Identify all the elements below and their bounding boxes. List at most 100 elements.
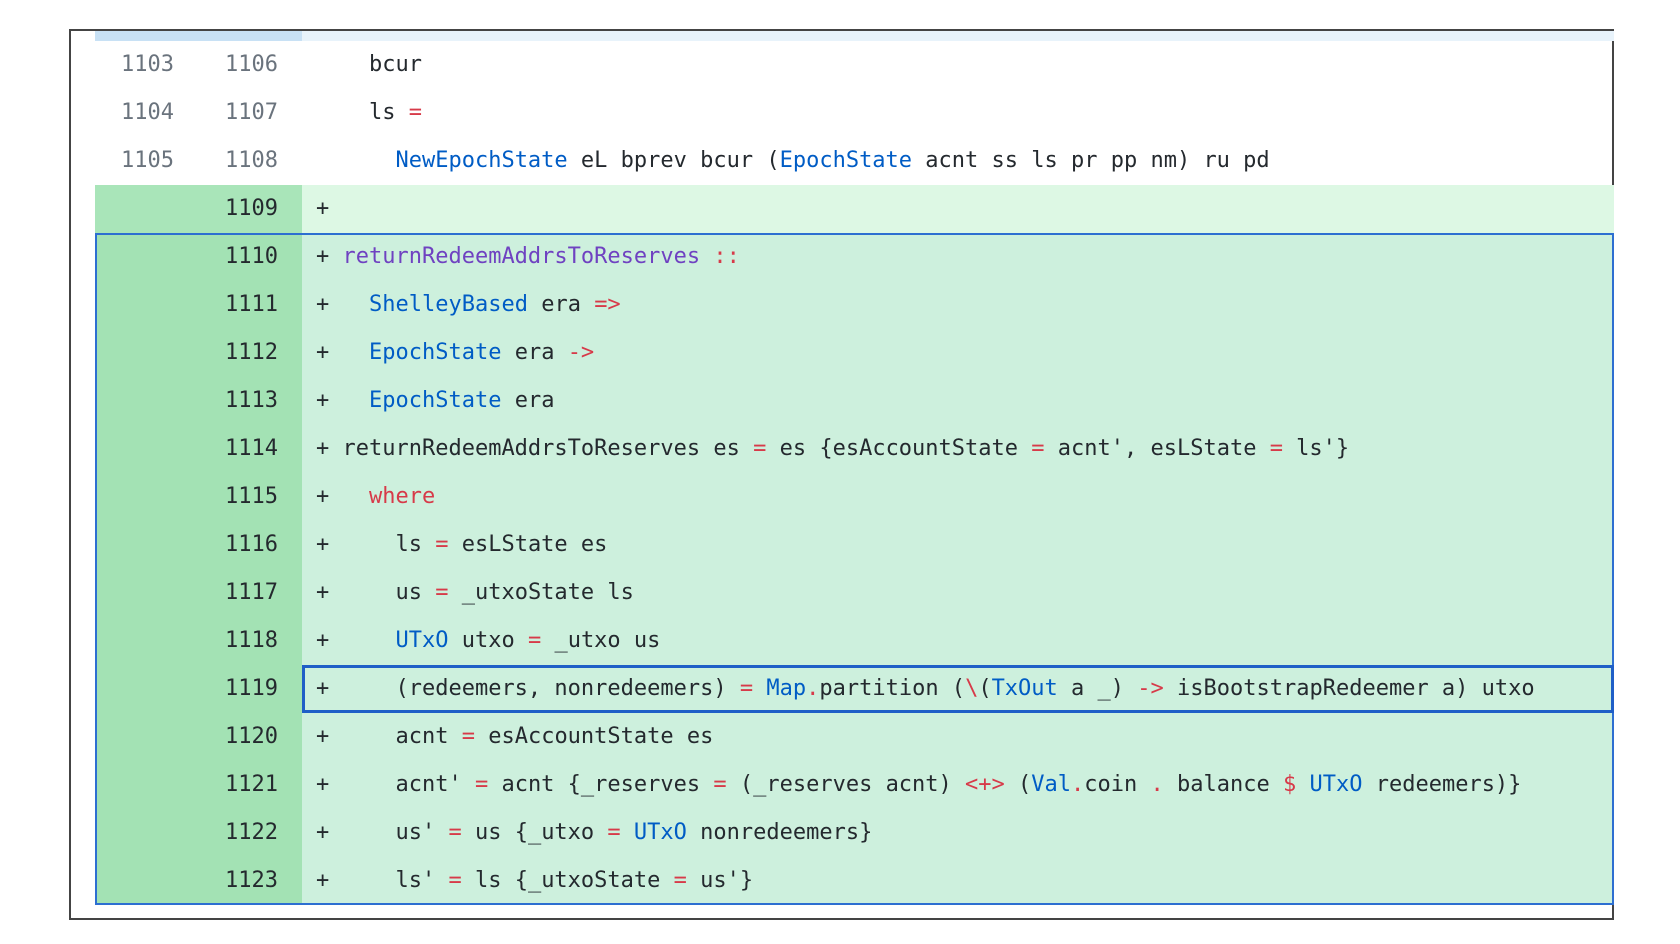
old-line-number[interactable] bbox=[95, 569, 198, 617]
diff-added-line[interactable]: 1110+ returnRedeemAddrsToReserves :: bbox=[95, 233, 1614, 281]
code-token: returnRedeemAddrsToReserves bbox=[342, 244, 701, 269]
old-line-number[interactable] bbox=[95, 521, 198, 569]
code-token: = bbox=[607, 820, 621, 845]
code-token bbox=[343, 340, 370, 365]
diff-marker: + bbox=[316, 244, 330, 269]
code-token: UTxO bbox=[633, 820, 687, 845]
new-line-number[interactable]: 1111 bbox=[198, 281, 302, 329]
code-line: bcur bbox=[302, 41, 1614, 89]
old-line-number[interactable] bbox=[95, 377, 198, 425]
code-line: + bbox=[302, 185, 1614, 233]
old-line-number[interactable] bbox=[95, 713, 198, 761]
old-line-number[interactable] bbox=[95, 857, 198, 905]
new-line-number[interactable]: 1123 bbox=[198, 857, 302, 905]
diff-added-line[interactable]: 1113+ EpochState era bbox=[95, 377, 1614, 425]
code-token: era bbox=[501, 388, 555, 413]
old-line-number[interactable] bbox=[95, 473, 198, 521]
diff-added-line[interactable]: 1122+ us' = us {_utxo = UTxO nonredeemer… bbox=[95, 809, 1614, 857]
new-line-number[interactable]: 1112 bbox=[198, 329, 302, 377]
old-line-number[interactable] bbox=[95, 233, 198, 281]
code-line: + where bbox=[302, 473, 1614, 521]
code-token: returnRedeemAddrsToReserves es bbox=[342, 436, 754, 461]
code-token bbox=[343, 148, 396, 173]
code-token: eL bprev bcur ( bbox=[567, 148, 780, 173]
code-token: acnt ss ls pr pp nm) ru pd bbox=[912, 148, 1270, 173]
code-token: ls'} bbox=[1282, 436, 1350, 461]
code-line: + us' = us {_utxo = UTxO nonredeemers} bbox=[302, 809, 1614, 857]
new-line-number[interactable]: 1106 bbox=[198, 41, 302, 89]
code-line: + us = _utxoState ls bbox=[302, 569, 1614, 617]
old-line-number[interactable]: 1104 bbox=[95, 89, 198, 137]
diff-added-line[interactable]: 1119+ (redeemers, nonredeemers) = Map.pa… bbox=[95, 665, 1614, 713]
code-token: <+> bbox=[965, 772, 1005, 797]
code-token bbox=[343, 628, 396, 653]
old-line-number[interactable] bbox=[95, 185, 198, 233]
code-token: ls bbox=[342, 532, 436, 557]
code-token: $ bbox=[1283, 772, 1297, 797]
code-token: = bbox=[1269, 436, 1283, 461]
old-line-number[interactable] bbox=[95, 617, 198, 665]
new-line-number[interactable]: 1118 bbox=[198, 617, 302, 665]
new-line-number[interactable]: 1107 bbox=[198, 89, 302, 137]
diff-added-line[interactable]: 1121+ acnt' = acnt {_reserves = (_reserv… bbox=[95, 761, 1614, 809]
old-line-number[interactable] bbox=[95, 329, 198, 377]
new-line-number[interactable]: 1108 bbox=[198, 137, 302, 185]
old-line-number[interactable] bbox=[95, 809, 198, 857]
old-line-number[interactable] bbox=[95, 281, 198, 329]
diff-added-line[interactable]: 1115+ where bbox=[95, 473, 1614, 521]
diff-added-line[interactable]: 1123+ ls' = ls {_utxoState = us'} bbox=[95, 857, 1614, 905]
code-line: + EpochState era bbox=[302, 377, 1614, 425]
new-line-number[interactable]: 1115 bbox=[198, 473, 302, 521]
diff-added-line[interactable]: 1117+ us = _utxoState ls bbox=[95, 569, 1614, 617]
code-token: utxo bbox=[448, 628, 528, 653]
code-token: = bbox=[435, 580, 449, 605]
old-line-number[interactable]: 1105 bbox=[95, 137, 198, 185]
new-line-number[interactable]: 1109 bbox=[198, 185, 302, 233]
code-token bbox=[343, 292, 370, 317]
code-token: isBootstrapRedeemer a) utxo bbox=[1163, 676, 1535, 701]
new-line-number[interactable]: 1119 bbox=[198, 665, 302, 713]
new-line-number[interactable]: 1117 bbox=[198, 569, 302, 617]
new-line-number[interactable]: 1114 bbox=[198, 425, 302, 473]
new-line-number[interactable]: 1113 bbox=[198, 377, 302, 425]
new-line-number[interactable]: 1122 bbox=[198, 809, 302, 857]
diff-added-line[interactable]: 1109+ bbox=[95, 185, 1614, 233]
code-token: balance bbox=[1163, 772, 1283, 797]
code-token: ( bbox=[978, 676, 992, 701]
diff-added-line[interactable]: 1116+ ls = esLState es bbox=[95, 521, 1614, 569]
code-token: ls bbox=[342, 100, 409, 125]
old-line-number[interactable] bbox=[95, 761, 198, 809]
diff-marker: + bbox=[316, 388, 330, 413]
diff-added-line[interactable]: 1120+ acnt = esAccountState es bbox=[95, 713, 1614, 761]
code-token: _utxoState ls bbox=[448, 580, 634, 605]
diff-marker: + bbox=[316, 484, 330, 509]
new-line-number[interactable]: 1116 bbox=[198, 521, 302, 569]
old-line-number[interactable] bbox=[95, 665, 198, 713]
code-token: = bbox=[448, 820, 462, 845]
code-token: acnt {_reserves bbox=[488, 772, 714, 797]
code-token: = bbox=[408, 100, 422, 125]
old-line-number[interactable]: 1103 bbox=[95, 41, 198, 89]
code-token: = bbox=[753, 436, 767, 461]
diff-added-line[interactable]: 1111+ ShelleyBased era => bbox=[95, 281, 1614, 329]
code-token: partition ( bbox=[819, 676, 966, 701]
diff-marker: + bbox=[316, 676, 330, 701]
diff-added-line[interactable]: 1114+ returnRedeemAddrsToReserves es = e… bbox=[95, 425, 1614, 473]
code-line: + returnRedeemAddrsToReserves :: bbox=[302, 233, 1614, 281]
new-line-number[interactable]: 1121 bbox=[198, 761, 302, 809]
code-token: = bbox=[739, 676, 754, 701]
diff-marker: + bbox=[316, 724, 330, 749]
diff-top-strip bbox=[95, 31, 1614, 41]
code-token: UTxO bbox=[1309, 772, 1363, 797]
old-line-number[interactable] bbox=[95, 425, 198, 473]
diff-added-line[interactable]: 1118+ UTxO utxo = _utxo us bbox=[95, 617, 1614, 665]
diff-marker: + bbox=[316, 580, 330, 605]
new-line-number[interactable]: 1120 bbox=[198, 713, 302, 761]
diff-gutter-strip bbox=[95, 31, 302, 41]
code-token: _utxo us bbox=[541, 628, 661, 653]
diff-added-line[interactable]: 1112+ EpochState era -> bbox=[95, 329, 1614, 377]
new-line-number[interactable]: 1110 bbox=[198, 233, 302, 281]
